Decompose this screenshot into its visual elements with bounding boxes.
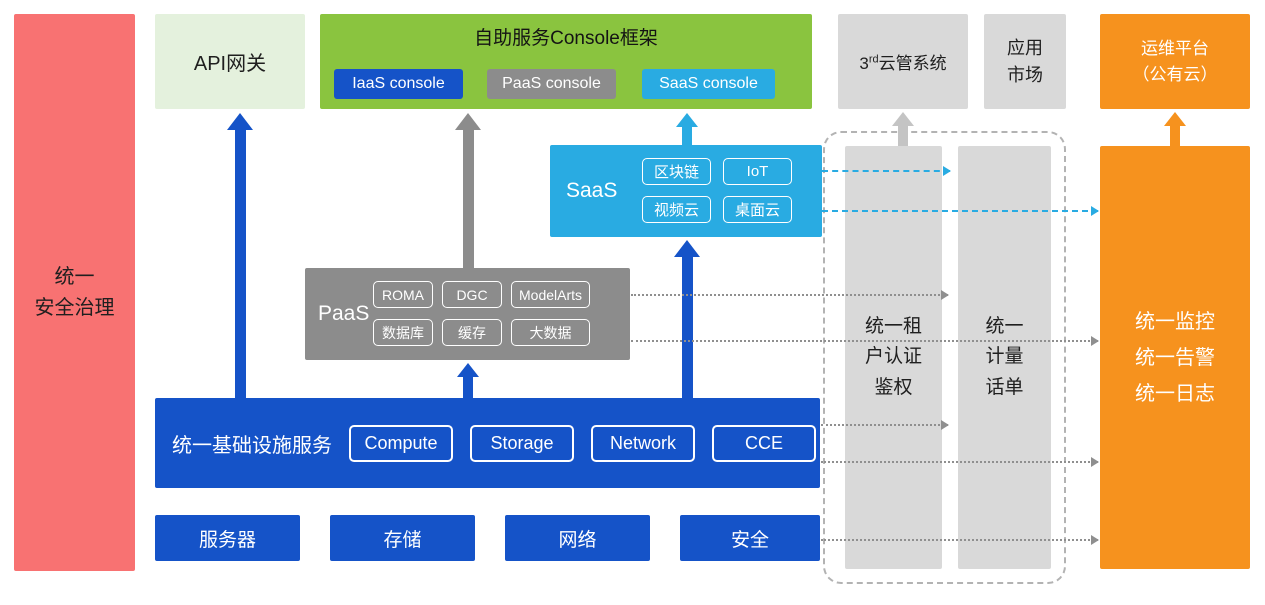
metering-label: 统一 计量 话单: [985, 315, 1024, 398]
arrow-shaft: [681, 257, 693, 398]
third-party-rest: 云管系统: [878, 54, 947, 73]
chip-compute: Compute: [349, 424, 453, 462]
arrow-infra-to-api-gateway: [227, 113, 253, 398]
security-governance-bar: 统一 安全治理: [14, 14, 135, 571]
metering-bar: 统一 计量 话单: [958, 146, 1051, 569]
chip-database: 数据库: [373, 319, 433, 346]
api-gateway-label: API网关: [193, 53, 267, 75]
arrow-shaft: [898, 126, 908, 146]
iaas-console-button: IaaS console: [334, 69, 463, 99]
connector-arrowhead: [943, 166, 951, 176]
tenant-auth-label: 统一租 户认证 鉴权: [864, 315, 922, 398]
storage-box: 存储: [330, 515, 475, 561]
connector-arrowhead: [1091, 535, 1099, 545]
security-box: 安全: [680, 515, 820, 561]
connector-infra-to-monitoring: [821, 457, 1099, 467]
paas-chip-grid: ROMA DGC ModelArts 数据库 缓存 大数据: [373, 281, 591, 346]
connector-arrowhead: [1091, 336, 1099, 346]
chip-blockchain: 区块链: [642, 158, 712, 185]
chip-desktop-cloud: 桌面云: [723, 196, 793, 223]
arrow-infra-to-paas: [457, 363, 479, 398]
console-framework-box: 自助服务Console框架 IaaS console PaaS console …: [320, 14, 812, 109]
arrow-head: [892, 112, 914, 126]
arrow-head: [227, 113, 253, 130]
connector-paas-to-monitoring: [631, 336, 1099, 346]
arrow-shaft: [682, 127, 692, 145]
chip-cache: 缓存: [442, 319, 502, 346]
arrow-head: [457, 363, 479, 377]
chip-dgc: DGC: [442, 281, 502, 308]
monitoring-label: 统一监控 统一告警 统一日志: [1135, 310, 1215, 405]
om-platform-box: 运维平台 （公有云）: [1100, 14, 1250, 109]
chip-modelarts: ModelArts: [511, 281, 591, 308]
infrastructure-label: 统一基础设施服务: [172, 434, 332, 457]
infrastructure-bar: 统一基础设施服务 Compute Storage Network CCE: [155, 398, 820, 488]
third-party-sup: rd: [868, 53, 879, 66]
security-governance-label: 统一 安全治理: [34, 265, 115, 319]
chip-iot: IoT: [723, 158, 793, 185]
connector-arrowhead: [941, 420, 949, 430]
third-party-num: 3: [859, 54, 869, 73]
om-platform-label: 运维平台 （公有云）: [1132, 39, 1218, 84]
paas-label: PaaS: [318, 302, 370, 325]
third-party-cloud-label: 3rd云管系统: [859, 49, 946, 74]
arrow-infra-to-saas: [674, 240, 700, 398]
arrow-shaft: [234, 130, 246, 398]
arrow-saas-to-console: [676, 113, 698, 145]
arrow-head: [674, 240, 700, 257]
paas-box: PaaS ROMA DGC ModelArts 数据库 缓存 大数据: [305, 268, 630, 360]
connector-arrowhead: [941, 290, 949, 300]
connector-paas-to-metering: [631, 290, 949, 300]
connector-saas-to-monitoring: [822, 206, 1099, 216]
arrow-shaft: [462, 130, 474, 268]
saas-label: SaaS: [566, 179, 618, 202]
saas-console-button: SaaS console: [642, 69, 775, 99]
saas-box: SaaS 区块链 IoT 视频云 桌面云: [550, 145, 822, 237]
monitoring-bar: 统一监控 统一告警 统一日志: [1100, 146, 1250, 569]
chip-video-cloud: 视频云: [642, 196, 712, 223]
connector-saas-to-metering: [822, 166, 951, 176]
app-market-box: 应用 市场: [984, 14, 1066, 109]
connector-infra-to-metering: [821, 420, 949, 430]
app-market-label: 应用 市场: [1007, 38, 1043, 85]
console-framework-title: 自助服务Console框架: [474, 28, 658, 49]
arrow-to-third-party-cloud: [892, 112, 914, 146]
chip-roma: ROMA: [373, 281, 433, 308]
chip-network: Network: [591, 424, 695, 462]
arrow-paas-to-console: [455, 113, 481, 268]
arrow-head: [676, 113, 698, 127]
chip-cce: CCE: [712, 424, 816, 462]
server-box: 服务器: [155, 515, 300, 561]
arrow-shaft: [1170, 126, 1180, 146]
third-party-cloud-box: 3rd云管系统: [838, 14, 968, 109]
network-box: 网络: [505, 515, 650, 561]
arrow-head: [1164, 112, 1186, 126]
connector-security-to-monitoring: [821, 535, 1099, 545]
paas-console-button: PaaS console: [487, 69, 616, 99]
saas-chip-grid: 区块链 IoT 视频云 桌面云: [642, 158, 793, 223]
connector-arrowhead: [1091, 457, 1099, 467]
arrow-to-om-platform: [1164, 112, 1186, 146]
connector-arrowhead: [1091, 206, 1099, 216]
arrow-head: [455, 113, 481, 130]
tenant-auth-bar: 统一租 户认证 鉴权: [845, 146, 942, 569]
chip-storage: Storage: [470, 424, 574, 462]
api-gateway-box: API网关: [155, 14, 305, 109]
chip-bigdata: 大数据: [511, 319, 591, 346]
arrow-shaft: [463, 377, 473, 398]
dashed-container: [823, 131, 1066, 584]
